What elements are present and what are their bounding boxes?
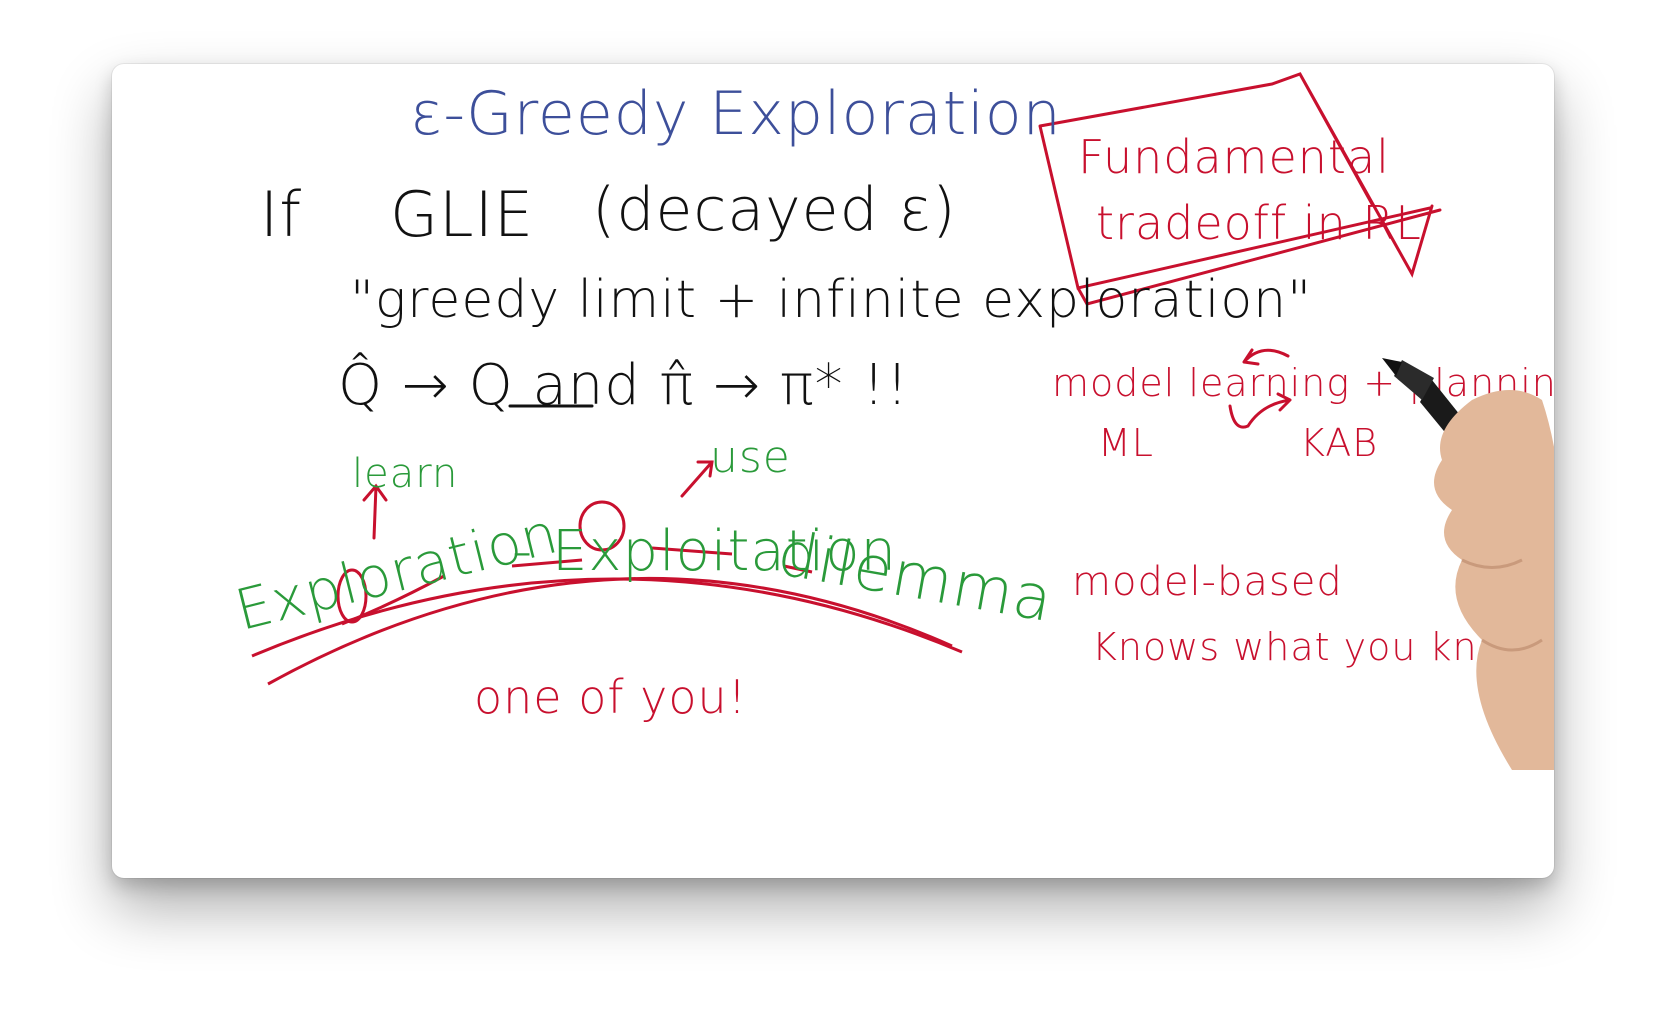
one-of-you-note: one of you! xyxy=(474,670,748,724)
model-based-note: model-based xyxy=(1072,559,1343,605)
use-arrow xyxy=(680,460,714,498)
learn-annotation: learn xyxy=(352,451,459,497)
knows-what-you-know-note: Knows what you know xyxy=(1092,625,1534,669)
learn-arrow xyxy=(362,483,388,540)
planning-arrow-bottom xyxy=(1228,392,1292,429)
model-learning-planning: model learning + planning xyxy=(1052,361,1554,405)
whiteboard: ε-Greedy Exploration If GLIE (decayed ε)… xyxy=(112,64,1554,878)
hand-with-marker-icon xyxy=(1382,358,1554,770)
red-underline-3 xyxy=(651,546,733,556)
glie-definition: "greedy limit + infinite exploration" xyxy=(350,270,1313,330)
red-underline-4 xyxy=(783,564,813,574)
box-line-2: tradeoff in RL xyxy=(1096,196,1422,250)
ml-abbrev: ML xyxy=(1098,421,1154,465)
exploration-circle xyxy=(336,568,368,624)
hand-drawn-strokes xyxy=(251,72,1442,686)
arc-bottom xyxy=(267,577,953,686)
if-label: If xyxy=(260,178,303,251)
decayed-epsilon-label: (decayed ε) xyxy=(592,175,957,245)
use-annotation: use xyxy=(710,432,791,483)
exploitation-circle xyxy=(578,500,626,552)
red-underline-2 xyxy=(511,558,583,568)
slide-title: ε-Greedy Exploration xyxy=(410,79,1062,149)
glie-label: GLIE xyxy=(390,178,535,251)
box-line-1: Fundamental xyxy=(1078,130,1390,184)
tradeoff-box xyxy=(1038,72,1442,306)
kab-abbrev: KAB xyxy=(1300,421,1379,465)
convergence-statement: Q̂ → Q and π̂ → π* !! xyxy=(338,353,910,418)
exploitation-word: - Exploitation xyxy=(512,519,897,584)
planning-arrow-top xyxy=(1242,348,1290,366)
